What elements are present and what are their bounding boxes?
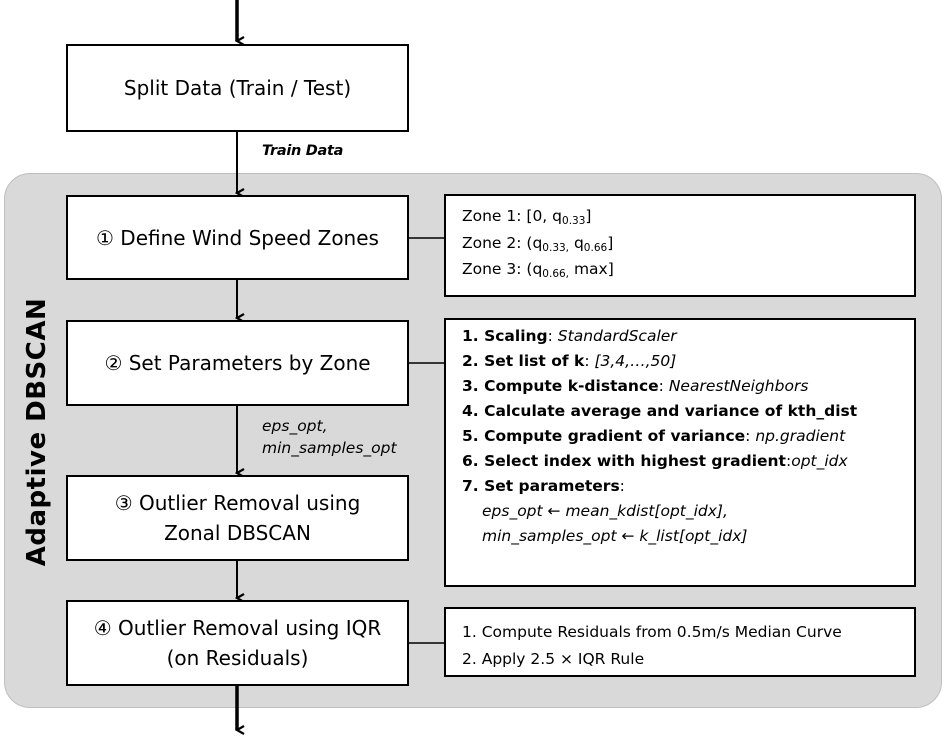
zone3-line: Zone 3: (q0.66, max] xyxy=(462,260,614,280)
param-step-5: 5. Compute gradient of variance: np.grad… xyxy=(462,427,846,445)
iqr-step-1: 1. Compute Residuals from 0.5m/s Median … xyxy=(462,623,842,641)
iqr-note-box: 1. Compute Residuals from 0.5m/s Median … xyxy=(444,607,916,677)
iqr-step-2: 2. Apply 2.5 × IQR Rule xyxy=(462,649,645,668)
iqr-text-2: (on Residuals) xyxy=(166,646,309,670)
zone2-line: Zone 2: (q0.33, q0.66] xyxy=(462,233,614,254)
param-step-7-min-samples: min_samples_opt ← k_list[opt_idx] xyxy=(482,527,748,545)
eps-opt-label: eps_opt, xyxy=(262,417,328,435)
set-parameters-text: ② Set Parameters by Zone xyxy=(104,351,371,375)
param-step-1: 1. Scaling: StandardScaler xyxy=(462,327,677,345)
param-step-7-eps: eps_opt ← mean_kdist[opt_idx], xyxy=(482,502,728,520)
params-output-label: eps_opt, min_samples_opt xyxy=(262,415,397,459)
zonal-dbscan-text-2: Zonal DBSCAN xyxy=(164,521,311,545)
define-zones-text: ① Define Wind Speed Zones xyxy=(96,225,379,250)
split-data-text: Split Data (Train / Test) xyxy=(123,76,352,100)
define-zones-box: ① Define Wind Speed Zones xyxy=(66,195,409,280)
iqr-box: ④ Outlier Removal using IQR (on Residual… xyxy=(66,600,409,686)
iqr-text-1: ④ Outlier Removal using IQR xyxy=(93,616,382,640)
min-samples-opt-label: min_samples_opt xyxy=(262,439,397,457)
zone1-line: Zone 1: [0, q0.33] xyxy=(462,207,592,227)
split-data-box: Split Data (Train / Test) xyxy=(66,44,409,132)
param-step-7: 7. Set parameters: xyxy=(462,477,625,495)
zonal-dbscan-box: ③ Outlier Removal using Zonal DBSCAN xyxy=(66,475,409,561)
param-step-6: 6. Select index with highest gradient:op… xyxy=(462,452,848,470)
train-data-label: Train Data xyxy=(262,143,344,159)
param-step-2: 2. Set list of k: [3,4,…,50] xyxy=(462,352,677,370)
param-step-3: 3. Compute k-distance: NearestNeighbors xyxy=(462,377,809,395)
parameters-note-box: 1. Scaling: StandardScaler 2. Set list o… xyxy=(444,318,916,587)
zonal-dbscan-text-1: ③ Outlier Removal using xyxy=(114,491,361,515)
param-step-4: 4. Calculate average and variance of kth… xyxy=(462,402,858,420)
set-parameters-box: ② Set Parameters by Zone xyxy=(66,320,409,406)
zones-note-box: Zone 1: [0, q0.33] Zone 2: (q0.33, q0.66… xyxy=(444,194,916,297)
